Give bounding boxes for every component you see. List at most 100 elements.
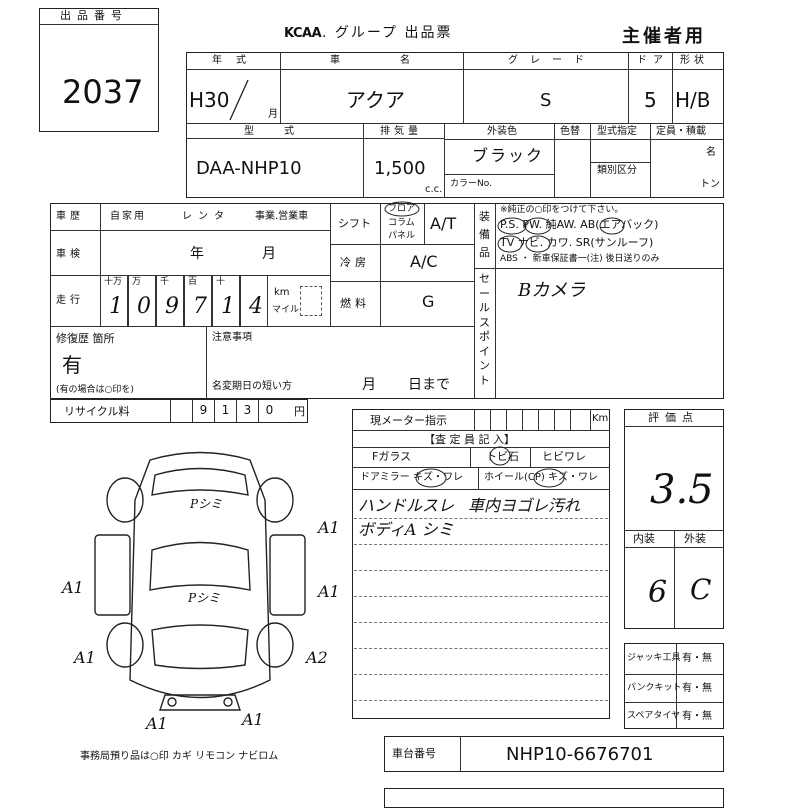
grade-value: S — [540, 90, 552, 111]
equipment-line2: TV ナビ. カワ. SR(サンルーフ) — [500, 236, 654, 249]
meter-reading-label: 現メーター指示 — [370, 414, 447, 427]
mirror-scratch-circle — [415, 468, 447, 488]
mileage-digit-value: 1 — [109, 294, 123, 319]
tools-box — [624, 643, 724, 729]
jack-tools-label: ジャッキ工具 — [627, 653, 681, 663]
displacement-label: 排気量 — [380, 126, 422, 137]
inspector-heading: 【査 定 員 記 入】 — [424, 433, 515, 446]
color-value: ブラック — [472, 146, 545, 165]
windshield-label: Fガラス — [372, 450, 412, 463]
recycle-digit — [170, 400, 192, 422]
lot-label: 出品番号 — [60, 9, 128, 22]
puncture-kit-value: 有・無 — [682, 683, 712, 694]
color-number-label: カラーNo. — [450, 179, 492, 189]
capacity-persons-unit: 名 — [706, 147, 716, 158]
recycle-fee-box — [50, 399, 308, 423]
brand-logo: KCAA — [284, 26, 322, 41]
inspection-month: 月 — [262, 246, 276, 262]
year-label: 年式 — [212, 55, 260, 66]
equipment-line3: ABS ・ 新車保証書一(注) 後日送りのみ — [500, 254, 660, 264]
history-rental: レンタ — [182, 211, 230, 222]
damage-mark-rear-right: A2 — [306, 648, 328, 667]
inspection-year: 年 — [190, 246, 204, 262]
windshield-chip: トビ石 — [486, 450, 519, 463]
recycle-digit: 9 — [192, 400, 214, 422]
mileage-digit-place: 十 — [216, 277, 226, 287]
deadline-day: 日まで — [408, 377, 450, 393]
mileage-digit-place: 十万 — [104, 277, 123, 287]
damage-mark-rear: A1 — [146, 714, 168, 733]
vehicle-info-block — [50, 203, 724, 399]
puncture-kit-label: パンクキット — [627, 683, 682, 693]
door-value: 5 — [644, 88, 657, 112]
equipment-line1: P.S. PW. 純AW. AB(エアバック) — [500, 218, 659, 231]
history-commercial: 事業.営業車 — [255, 211, 309, 222]
mile-checkbox[interactable] — [300, 286, 322, 316]
type-designation-label: 型式指定 — [597, 126, 637, 137]
wheel-scratch-circle — [533, 468, 565, 488]
deadline-month: 月 — [362, 377, 376, 393]
damage-mark-hood: Pシミ — [190, 497, 223, 511]
repair-history-note: (有の場合は○印を) — [56, 385, 134, 395]
mileage-digit-place: 千 — [160, 277, 170, 287]
fuel-value: G — [422, 292, 435, 311]
shift-value: A/T — [430, 214, 457, 233]
door-label: ドア — [637, 55, 669, 66]
exterior-label: 外装 — [684, 532, 706, 545]
mileage-digit-place: 百 — [188, 277, 198, 287]
recycle-fee-label: リサイクル料 — [64, 405, 130, 418]
month-label: 月 — [268, 109, 278, 120]
damage-mark-front-right: A1 — [318, 518, 340, 537]
shape-label: 形状 — [680, 55, 708, 66]
model-code-value: DAA-NHP10 — [196, 158, 302, 179]
history-private: 自家用 — [110, 211, 146, 222]
office-keys-note: 事務局預り品は○印 カギ リモコン ナビロム — [80, 751, 279, 762]
exterior-grade: C — [690, 573, 712, 606]
capacity-label: 定員・積載 — [656, 126, 706, 137]
color-change-label: 色替 — [560, 126, 580, 137]
recycle-digit: 0 — [258, 400, 280, 422]
notes-label: 注意事項 — [212, 332, 252, 343]
mileage-digit-value: 9 — [165, 294, 179, 319]
capacity-tons-unit: トン — [700, 179, 720, 190]
mileage-label: 走行 — [56, 295, 84, 306]
inspector-box — [352, 409, 610, 719]
year-value: H30 — [189, 88, 230, 112]
chassis-number-value: NHP10-6676701 — [506, 744, 654, 765]
shape-value: H/B — [675, 88, 711, 112]
interior-grade: 6 — [648, 575, 668, 610]
mileage-digit-value: 7 — [193, 294, 207, 319]
chip-circle — [489, 446, 511, 466]
lot-box — [39, 8, 159, 132]
rating-label: 評価点 — [648, 411, 699, 424]
year-slash — [229, 79, 249, 121]
ac-label: 冷房 — [340, 256, 370, 269]
spare-tire-value: 有・無 — [682, 711, 712, 722]
damage-mark-right-side: A1 — [318, 582, 340, 601]
mileage-digit: 4 — [240, 276, 268, 326]
recycle-digit: 3 — [236, 400, 258, 422]
equipment-label: 装備品 — [479, 210, 490, 259]
jack-tools-value: 有・無 — [682, 653, 712, 664]
damage-mark-rear-right-a: A1 — [242, 710, 264, 729]
mileage-unit-km: km — [274, 287, 290, 298]
meter-unit: Km — [592, 413, 609, 424]
fuel-label: 燃料 — [340, 297, 370, 310]
repair-history-label: 修復歴 箇所 — [56, 332, 115, 345]
spec-table — [186, 52, 724, 198]
displacement-value: 1,500 — [374, 158, 426, 179]
history-label: 車歴 — [56, 211, 84, 222]
overall-score: 3.5 — [650, 467, 714, 513]
equipment-circles — [497, 217, 625, 253]
grade-label: グレード — [508, 55, 596, 66]
inspection-label: 車検 — [56, 249, 84, 260]
color-label: 外装色 — [487, 126, 517, 137]
shift-floor: フロア — [388, 204, 416, 214]
mileage-unit-mile: マイル — [272, 305, 300, 315]
ac-value: A/C — [410, 252, 438, 271]
bottom-box — [384, 788, 724, 808]
recycle-fee-unit: 円 — [294, 405, 305, 418]
